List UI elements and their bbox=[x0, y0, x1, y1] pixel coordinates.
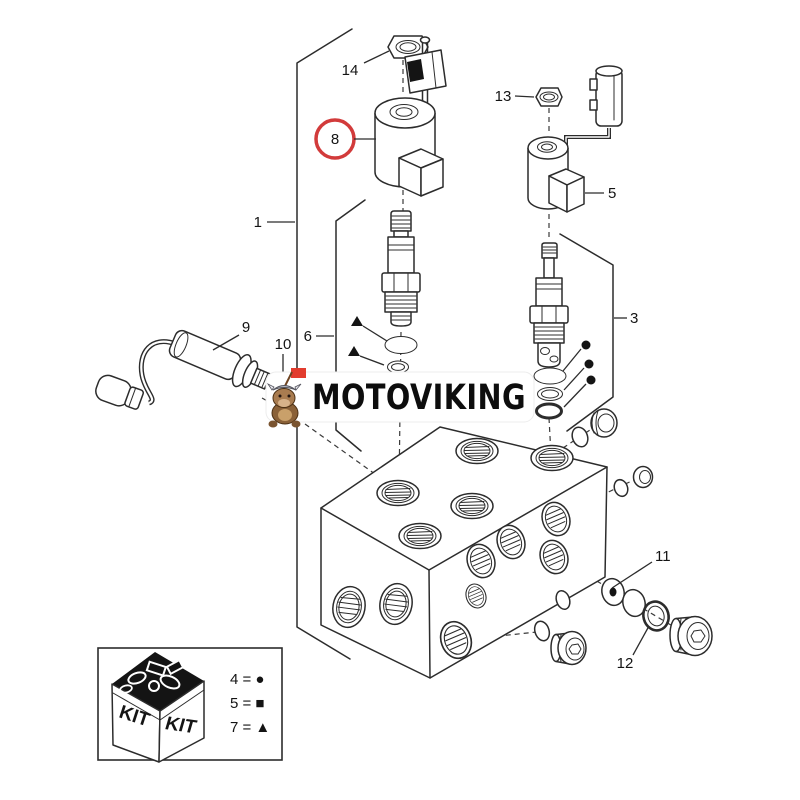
callout-10: 10 bbox=[275, 336, 292, 353]
callout-11: 11 bbox=[655, 548, 671, 565]
watermark-banner: MOTOVIKING bbox=[265, 368, 535, 428]
backup-ring bbox=[535, 402, 563, 420]
hex-socket-plug-large bbox=[669, 615, 713, 657]
plug-upper-right bbox=[571, 408, 618, 448]
part-11-seal-kit-group: 11 12 bbox=[555, 548, 713, 672]
kit-triangle-marker bbox=[348, 346, 360, 356]
kit-seals-part-7-markers bbox=[348, 316, 418, 374]
part-10-callout: 10 bbox=[275, 336, 292, 373]
callout-13: 13 bbox=[495, 88, 512, 105]
o-ring bbox=[533, 367, 567, 385]
part-3-valve-cartridge bbox=[529, 242, 569, 368]
red-flag-icon bbox=[291, 368, 306, 378]
part-9-sensor: 9 bbox=[95, 319, 272, 410]
kit-box-label-right: KIT bbox=[163, 714, 199, 739]
plug-bottom-pair bbox=[533, 620, 587, 666]
callout-9: 9 bbox=[242, 319, 250, 336]
part-5-solenoid-coil: 5 bbox=[527, 65, 623, 213]
part-8-solenoid-coil: 8 bbox=[314, 36, 447, 197]
kit-dot-marker bbox=[581, 340, 591, 350]
bracket-group-3: 3 bbox=[559, 233, 638, 432]
washer bbox=[601, 577, 625, 607]
kit-dot-marker bbox=[586, 375, 596, 385]
plug-mid-right bbox=[613, 465, 654, 498]
valve-block bbox=[320, 426, 608, 679]
callout-12: 12 bbox=[617, 655, 634, 672]
mascot-viking-icon bbox=[266, 368, 306, 428]
seal-ring bbox=[387, 360, 409, 374]
brand-wordmark: MOTOVIKING bbox=[312, 378, 526, 418]
callout-14: 14 bbox=[342, 62, 359, 79]
legend-item-4: 4 = ● bbox=[230, 671, 265, 688]
callout-6: 6 bbox=[304, 328, 312, 345]
part-6-valve-cartridge bbox=[381, 210, 421, 327]
legend-item-7: 7 = ▲ bbox=[230, 719, 270, 736]
callout-3: 3 bbox=[630, 310, 638, 327]
callout-8: 8 bbox=[331, 131, 339, 148]
kit-legend: KIT KIT 4 = ● 5 = ■ 7 = ▲ bbox=[97, 647, 283, 763]
shim-disc bbox=[622, 588, 646, 618]
callout-5: 5 bbox=[608, 185, 616, 202]
part-12-o-ring bbox=[642, 600, 670, 632]
part-13-nut: 13 bbox=[495, 87, 563, 107]
kit-triangle-marker bbox=[351, 316, 363, 326]
kit-box-icon: KIT KIT bbox=[111, 652, 205, 763]
bracket-group-1: 1 bbox=[254, 28, 353, 660]
legend-item-5: 5 = ■ bbox=[230, 695, 265, 712]
hex-socket-plug-small bbox=[550, 630, 587, 666]
kit-dot-marker bbox=[584, 359, 594, 369]
kit-seals-part-4-markers bbox=[533, 340, 596, 420]
o-ring bbox=[384, 336, 418, 354]
bracket-group-6: 6 bbox=[304, 199, 366, 452]
callout-1: 1 bbox=[254, 214, 262, 231]
